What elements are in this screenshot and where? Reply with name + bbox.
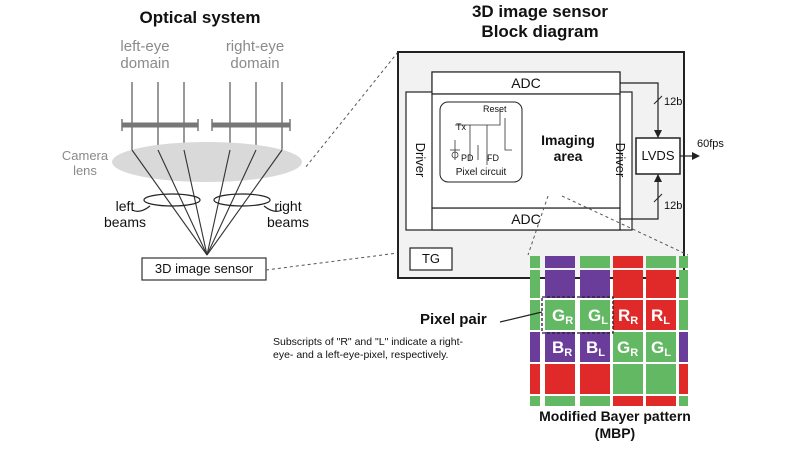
bayer-cell [679,300,688,330]
bayer-cell [679,332,688,362]
bayer-cell [613,256,643,268]
camera-lens-label: Camera lens [61,148,109,178]
bayer-title: Modified Bayer pattern (MBP) [539,408,691,441]
bayer-cell [646,270,676,298]
bits-top-label: 12b [664,96,683,108]
bayer-cell [679,396,688,406]
bayer-cell [580,364,610,394]
tx-label: Tx [456,122,466,132]
bayer-cell [580,332,610,362]
left-beams-label: left beams [103,198,147,230]
pixel-pair-outline [541,296,614,334]
bayer-cell [545,332,575,362]
right-eye-domain-label: right-eye domain [225,38,285,72]
bayer-cell [679,364,688,394]
bayer-cell [580,270,610,298]
adc-top-label: ADC [511,75,541,91]
bayer-cell [545,300,575,330]
cell-br: BR [552,338,573,359]
bits-bottom-label: 12b [664,200,683,212]
bayer-cell [530,332,540,362]
bayer-cell [545,364,575,394]
bayer-cell [613,270,643,298]
lvds-label: LVDS [641,148,675,163]
bayer-cell [613,364,643,394]
bayer-cell [646,396,676,406]
cell-gl-1: GL [588,306,608,327]
pixel-pair-label: Pixel pair [420,311,487,328]
bayer-cell [580,256,610,268]
bayer-cell [613,396,643,406]
cell-gl-2: GL [651,338,671,359]
bayer-cell [646,364,676,394]
bayer-cell [545,256,575,268]
bayer-cell [530,396,540,406]
adc-bottom-label: ADC [511,211,541,227]
left-eye-domain-label: left-eye domain [120,38,170,72]
reset-label: Reset [483,104,507,114]
fps-label: 60fps [697,138,724,150]
block-diagram-title: 3D image sensor Block diagram [471,2,609,41]
tg-label: TG [421,251,441,266]
cell-gr-1: GR [552,306,574,327]
bayer-cell [646,332,676,362]
fd-label: FD [487,153,499,163]
bayer-cell [530,300,540,330]
bayer-cell [545,396,575,406]
imaging-area-label: Imaging area [541,132,595,164]
cell-rr: RR [618,306,639,327]
bayer-cell [530,256,540,268]
bayer-cell [646,300,676,330]
bayer-cell [580,396,610,406]
bayer-cell [545,270,575,298]
bayer-cell [679,256,688,268]
pd-label: PD [461,153,474,163]
bayer-cell [530,270,540,298]
pixel-circuit-label: Pixel circuit [455,167,507,178]
cell-bl: BL [586,338,606,359]
pixel-pair-leader [499,311,543,323]
sensor-box-label: 3D image sensor [154,261,254,276]
optical-system-title: Optical system [139,8,261,27]
bayer-cell [530,364,540,394]
bayer-cell [679,270,688,298]
cell-gr-2: GR [617,338,639,359]
right-beams-label: right beams [266,198,310,230]
bayer-cell [613,332,643,362]
bayer-cell [646,256,676,268]
subscript-note: Subscripts of "R" and "L" indicate a rig… [273,336,463,361]
bayer-cell [613,300,643,330]
cell-rl: RL [651,306,671,327]
bayer-cell [580,300,610,330]
